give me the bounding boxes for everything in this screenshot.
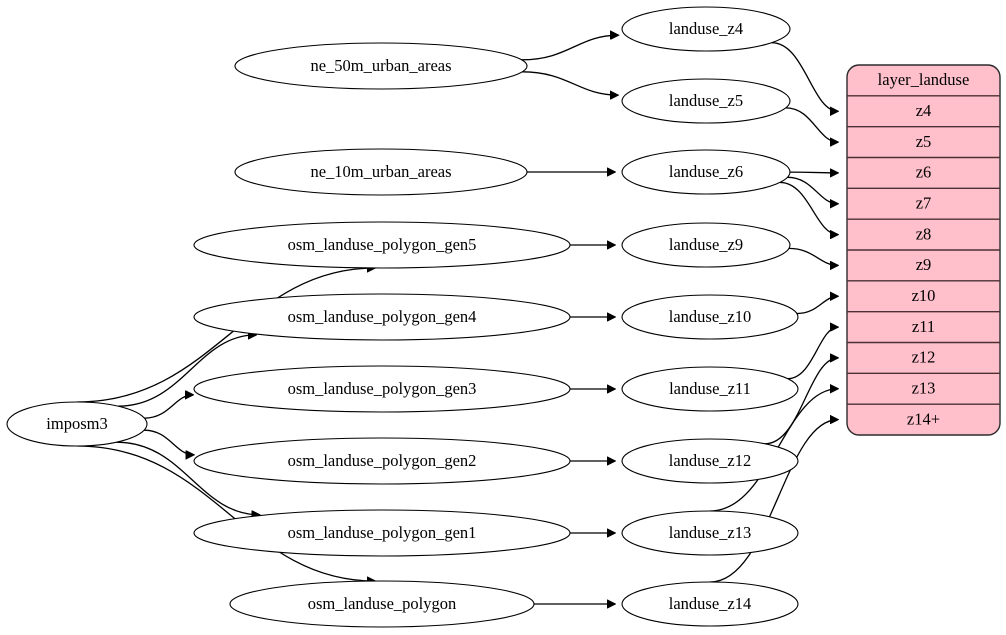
node-label: osm_landuse_polygon: [308, 594, 457, 613]
edge-imposm3-to-osm_landuse_polygon_gen5: [76, 268, 375, 403]
node-layer: imposm3 ne_50m_urban_areas ne_10m_urban_ar…: [6, 6, 799, 628]
node-osm_landuse_polygon_gen3[interactable]: osm_landuse_polygon_gen3: [193, 365, 571, 413]
node-shape: [234, 42, 528, 90]
table-header-label: layer_landuse: [878, 70, 970, 89]
table-row-z6[interactable]: z6: [916, 163, 932, 182]
edge-landuse_z6-to-z6: [789, 172, 838, 173]
node-label: landuse_z10: [669, 307, 751, 326]
node-osm_landuse_polygon[interactable]: osm_landuse_polygon: [229, 580, 535, 628]
node-ne_10m_urban_areas[interactable]: ne_10m_urban_areas: [234, 148, 528, 196]
edge-landuse_z10-to-z10: [796, 296, 838, 315]
node-label: landuse_z5: [669, 91, 743, 110]
node-label: landuse_z14: [669, 594, 751, 613]
node-label: landuse_z11: [669, 379, 751, 398]
node-osm_landuse_polygon_gen1[interactable]: osm_landuse_polygon_gen1: [193, 509, 571, 557]
table-row-z8[interactable]: z8: [916, 224, 932, 243]
edge-imposm3-to-osm_landuse_polygon_gen1: [116, 441, 259, 515]
table-row-z5[interactable]: z5: [916, 132, 932, 151]
node-shape: [621, 6, 791, 52]
table-row-z11[interactable]: z11: [912, 317, 935, 336]
edge-landuse_z14-to-z14+: [709, 420, 838, 583]
edge-landuse_z11-to-z11: [787, 327, 838, 380]
edge-imposm3-to-osm_landuse_polygon: [76, 445, 375, 581]
node-label: osm_landuse_polygon_gen2: [288, 451, 477, 470]
node-shape: [193, 221, 571, 269]
node-shape: [621, 149, 791, 195]
node-shape: [621, 581, 799, 627]
node-imposm3[interactable]: imposm3: [6, 401, 148, 447]
table-row-z10[interactable]: z10: [912, 286, 936, 305]
node-shape: [229, 580, 535, 628]
node-label: landuse_z6: [669, 162, 743, 181]
table-row-z13[interactable]: z13: [912, 379, 936, 398]
edge-landuse_z4-to-z4: [771, 42, 838, 112]
node-shape: [621, 366, 799, 412]
node-osm_landuse_polygon_gen5[interactable]: osm_landuse_polygon_gen5: [193, 221, 571, 269]
node-landuse_z5[interactable]: landuse_z5: [621, 78, 791, 124]
node-osm_landuse_polygon_gen4[interactable]: osm_landuse_polygon_gen4: [193, 293, 571, 341]
node-label: ne_10m_urban_areas: [310, 162, 451, 181]
node-label: osm_landuse_polygon_gen4: [288, 307, 477, 326]
node-shape: [621, 510, 799, 556]
node-shape: [193, 365, 571, 413]
node-landuse_z9[interactable]: landuse_z9: [621, 222, 791, 268]
node-landuse_z10[interactable]: landuse_z10: [621, 294, 799, 340]
node-landuse_z13[interactable]: landuse_z13: [621, 510, 799, 556]
node-ne_50m_urban_areas[interactable]: ne_50m_urban_areas: [234, 42, 528, 90]
node-shape: [621, 78, 791, 124]
node-shape: [621, 222, 791, 268]
node-shape: [193, 509, 571, 557]
table-row-z12[interactable]: z12: [912, 348, 936, 367]
edge-imposm3-to-osm_landuse_polygon_gen3: [144, 395, 193, 419]
table-row-z4[interactable]: z4: [916, 101, 932, 120]
node-landuse_z4[interactable]: landuse_z4: [621, 6, 791, 52]
node-label: ne_50m_urban_areas: [310, 56, 451, 75]
node-shape: [234, 148, 528, 196]
node-label: landuse_z12: [669, 451, 751, 470]
node-landuse_z11[interactable]: landuse_z11: [621, 366, 799, 412]
node-label: landuse_z4: [669, 19, 743, 38]
node-shape: [621, 438, 799, 484]
layer-landuse-record[interactable]: layer_landuse z4 z5 z6 z7 z8 z9 z10 z11 z12 z13 z14…: [846, 64, 1001, 436]
table-row-z9[interactable]: z9: [916, 255, 932, 274]
edge-imposm3-to-osm_landuse_polygon_gen4: [117, 335, 256, 407]
node-shape: [6, 401, 148, 447]
table-row-z14+[interactable]: z14+: [907, 409, 940, 428]
node-label: landuse_z13: [669, 523, 751, 542]
edge-landuse_z6-to-z8: [779, 181, 838, 234]
edge-landuse_z5-to-z5: [785, 107, 838, 142]
node-label: osm_landuse_polygon_gen1: [288, 523, 477, 542]
node-shape: [621, 294, 799, 340]
node-label: landuse_z9: [669, 235, 743, 254]
edge-ne_50m_urban_areas-to-landuse_z5: [522, 71, 618, 95]
node-label: osm_landuse_polygon_gen3: [288, 379, 477, 398]
edge-landuse_z9-to-z9: [788, 247, 838, 265]
node-shape: [193, 293, 571, 341]
node-label: imposm3: [46, 414, 107, 433]
node-osm_landuse_polygon_gen2[interactable]: osm_landuse_polygon_gen2: [193, 437, 571, 485]
node-label: osm_landuse_polygon_gen5: [288, 235, 477, 254]
table-row-z7[interactable]: z7: [916, 194, 932, 213]
node-landuse_z6[interactable]: landuse_z6: [621, 149, 791, 195]
edge-landuse_z6-to-z7: [787, 176, 838, 203]
node-shape: [193, 437, 571, 485]
edge-landuse_z12-to-z12: [764, 358, 838, 445]
layer-landuse-table: layer_landuse z4 z5 z6 z7 z8 z9 z10 z11 z12 z13 z14…: [846, 64, 1001, 436]
node-landuse_z12[interactable]: landuse_z12: [621, 438, 799, 484]
node-landuse_z14[interactable]: landuse_z14: [621, 581, 799, 627]
edge-imposm3-to-osm_landuse_polygon_gen2: [144, 429, 194, 455]
edge-ne_50m_urban_areas-to-landuse_z4: [521, 35, 619, 61]
